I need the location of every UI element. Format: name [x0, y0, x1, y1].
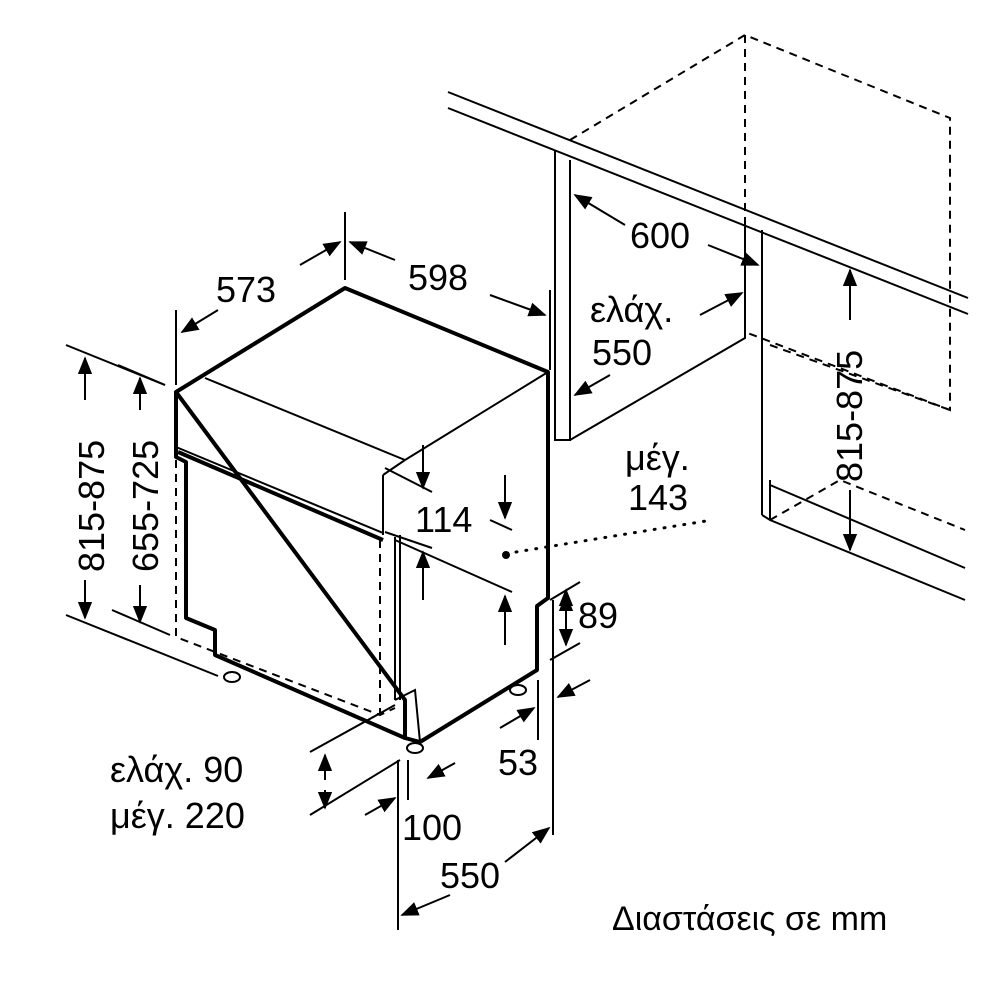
total-height-label: 815-875: [71, 440, 112, 572]
foot-max-label: μέγ. 220: [110, 795, 245, 836]
foot-icon: [509, 684, 527, 696]
plinth-gap-label: 89: [578, 595, 618, 636]
rear-offset-label: 53: [498, 742, 538, 783]
niche-depth-value: 550: [592, 332, 652, 373]
foot-min-label: ελάχ. 90: [110, 749, 243, 790]
door-height-label: 655-725: [125, 440, 166, 572]
foot-offset-label: 100: [402, 807, 462, 848]
niche-cabinet: [447, 33, 969, 601]
depth-top-label: 573: [216, 269, 276, 310]
max-label: μέγ.: [625, 437, 690, 478]
depth-bottom-label: 550: [440, 855, 500, 896]
foot-icon: [223, 671, 241, 683]
foot-icon: [406, 742, 424, 754]
width-top-label: 598: [408, 257, 468, 298]
niche-depth-min-label: ελάχ.: [590, 289, 673, 330]
dishwasher-body: [174, 286, 550, 754]
dimension-lines: [65, 194, 858, 930]
niche-height-label: 815-875: [829, 350, 870, 482]
max-value: 143: [628, 477, 688, 518]
units-caption: Διαστάσεις σε mm: [612, 900, 887, 938]
niche-width-label: 600: [630, 215, 690, 256]
panel-height-label: 114: [415, 499, 472, 540]
marker-dot: [502, 551, 510, 559]
